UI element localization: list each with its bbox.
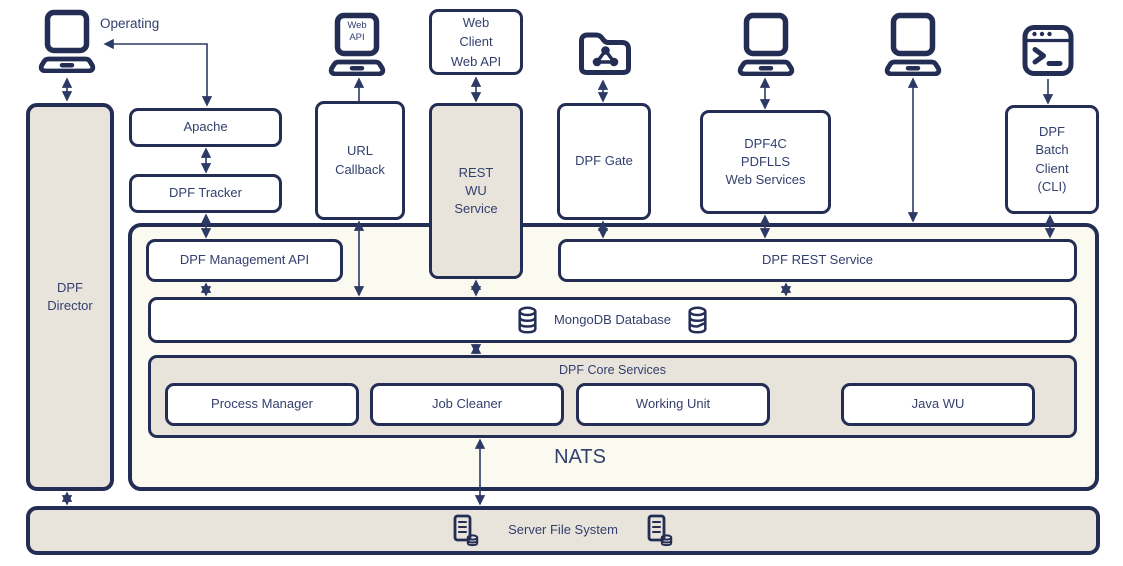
web-api-laptop-label: Web API xyxy=(324,20,390,43)
url-callback-node: URL Callback xyxy=(315,101,405,220)
server-file-system-bar: Server File System xyxy=(26,506,1100,555)
java-wu-node: Java WU xyxy=(841,383,1035,426)
dpf-batch-client-node: DPF Batch Client (CLI) xyxy=(1005,105,1099,214)
web-api-laptop-label-line2: API xyxy=(349,31,365,43)
server-database-icon xyxy=(453,496,479,565)
working-unit-node: Working Unit xyxy=(576,383,770,426)
web-client-web-api-node: Web Client Web API xyxy=(429,9,523,75)
server-file-system-label: Server File System xyxy=(508,522,618,538)
mongodb-database-label: MongoDB Database xyxy=(553,311,672,327)
dpf-director-node: DPF Director xyxy=(26,103,114,491)
dpf-rest-service-node: DPF REST Service xyxy=(558,239,1077,282)
web-api-laptop-label-line1: Web xyxy=(347,20,367,31)
dpf-core-services-label: DPF Core Services xyxy=(559,363,666,377)
terminal-icon xyxy=(1022,24,1074,77)
apache-node: Apache xyxy=(129,108,282,147)
dpf4c-laptop-icon xyxy=(735,12,797,76)
dpf4c-web-services-node: DPF4C PDFLLS Web Services xyxy=(700,110,831,214)
process-manager-node: Process Manager xyxy=(165,383,359,426)
server-database-icon xyxy=(647,496,673,565)
dpf-management-api-node: DPF Management API xyxy=(146,239,343,282)
database-icon xyxy=(517,288,538,352)
dpf-gate-node: DPF Gate xyxy=(557,103,651,220)
operating-laptop-icon xyxy=(36,9,98,73)
dpf-tracker-node: DPF Tracker xyxy=(129,174,282,213)
client-laptop-icon xyxy=(882,12,944,76)
mongodb-database-bar: MongoDB Database xyxy=(148,297,1077,343)
database-icon xyxy=(687,288,708,352)
rest-wu-service-node: REST WU Service xyxy=(429,103,523,279)
web-api-laptop-icon xyxy=(326,12,388,76)
operating-label: Operating xyxy=(100,16,160,31)
nats-label: NATS xyxy=(554,446,606,468)
job-cleaner-node: Job Cleaner xyxy=(370,383,564,426)
shared-folder-icon xyxy=(577,28,633,78)
